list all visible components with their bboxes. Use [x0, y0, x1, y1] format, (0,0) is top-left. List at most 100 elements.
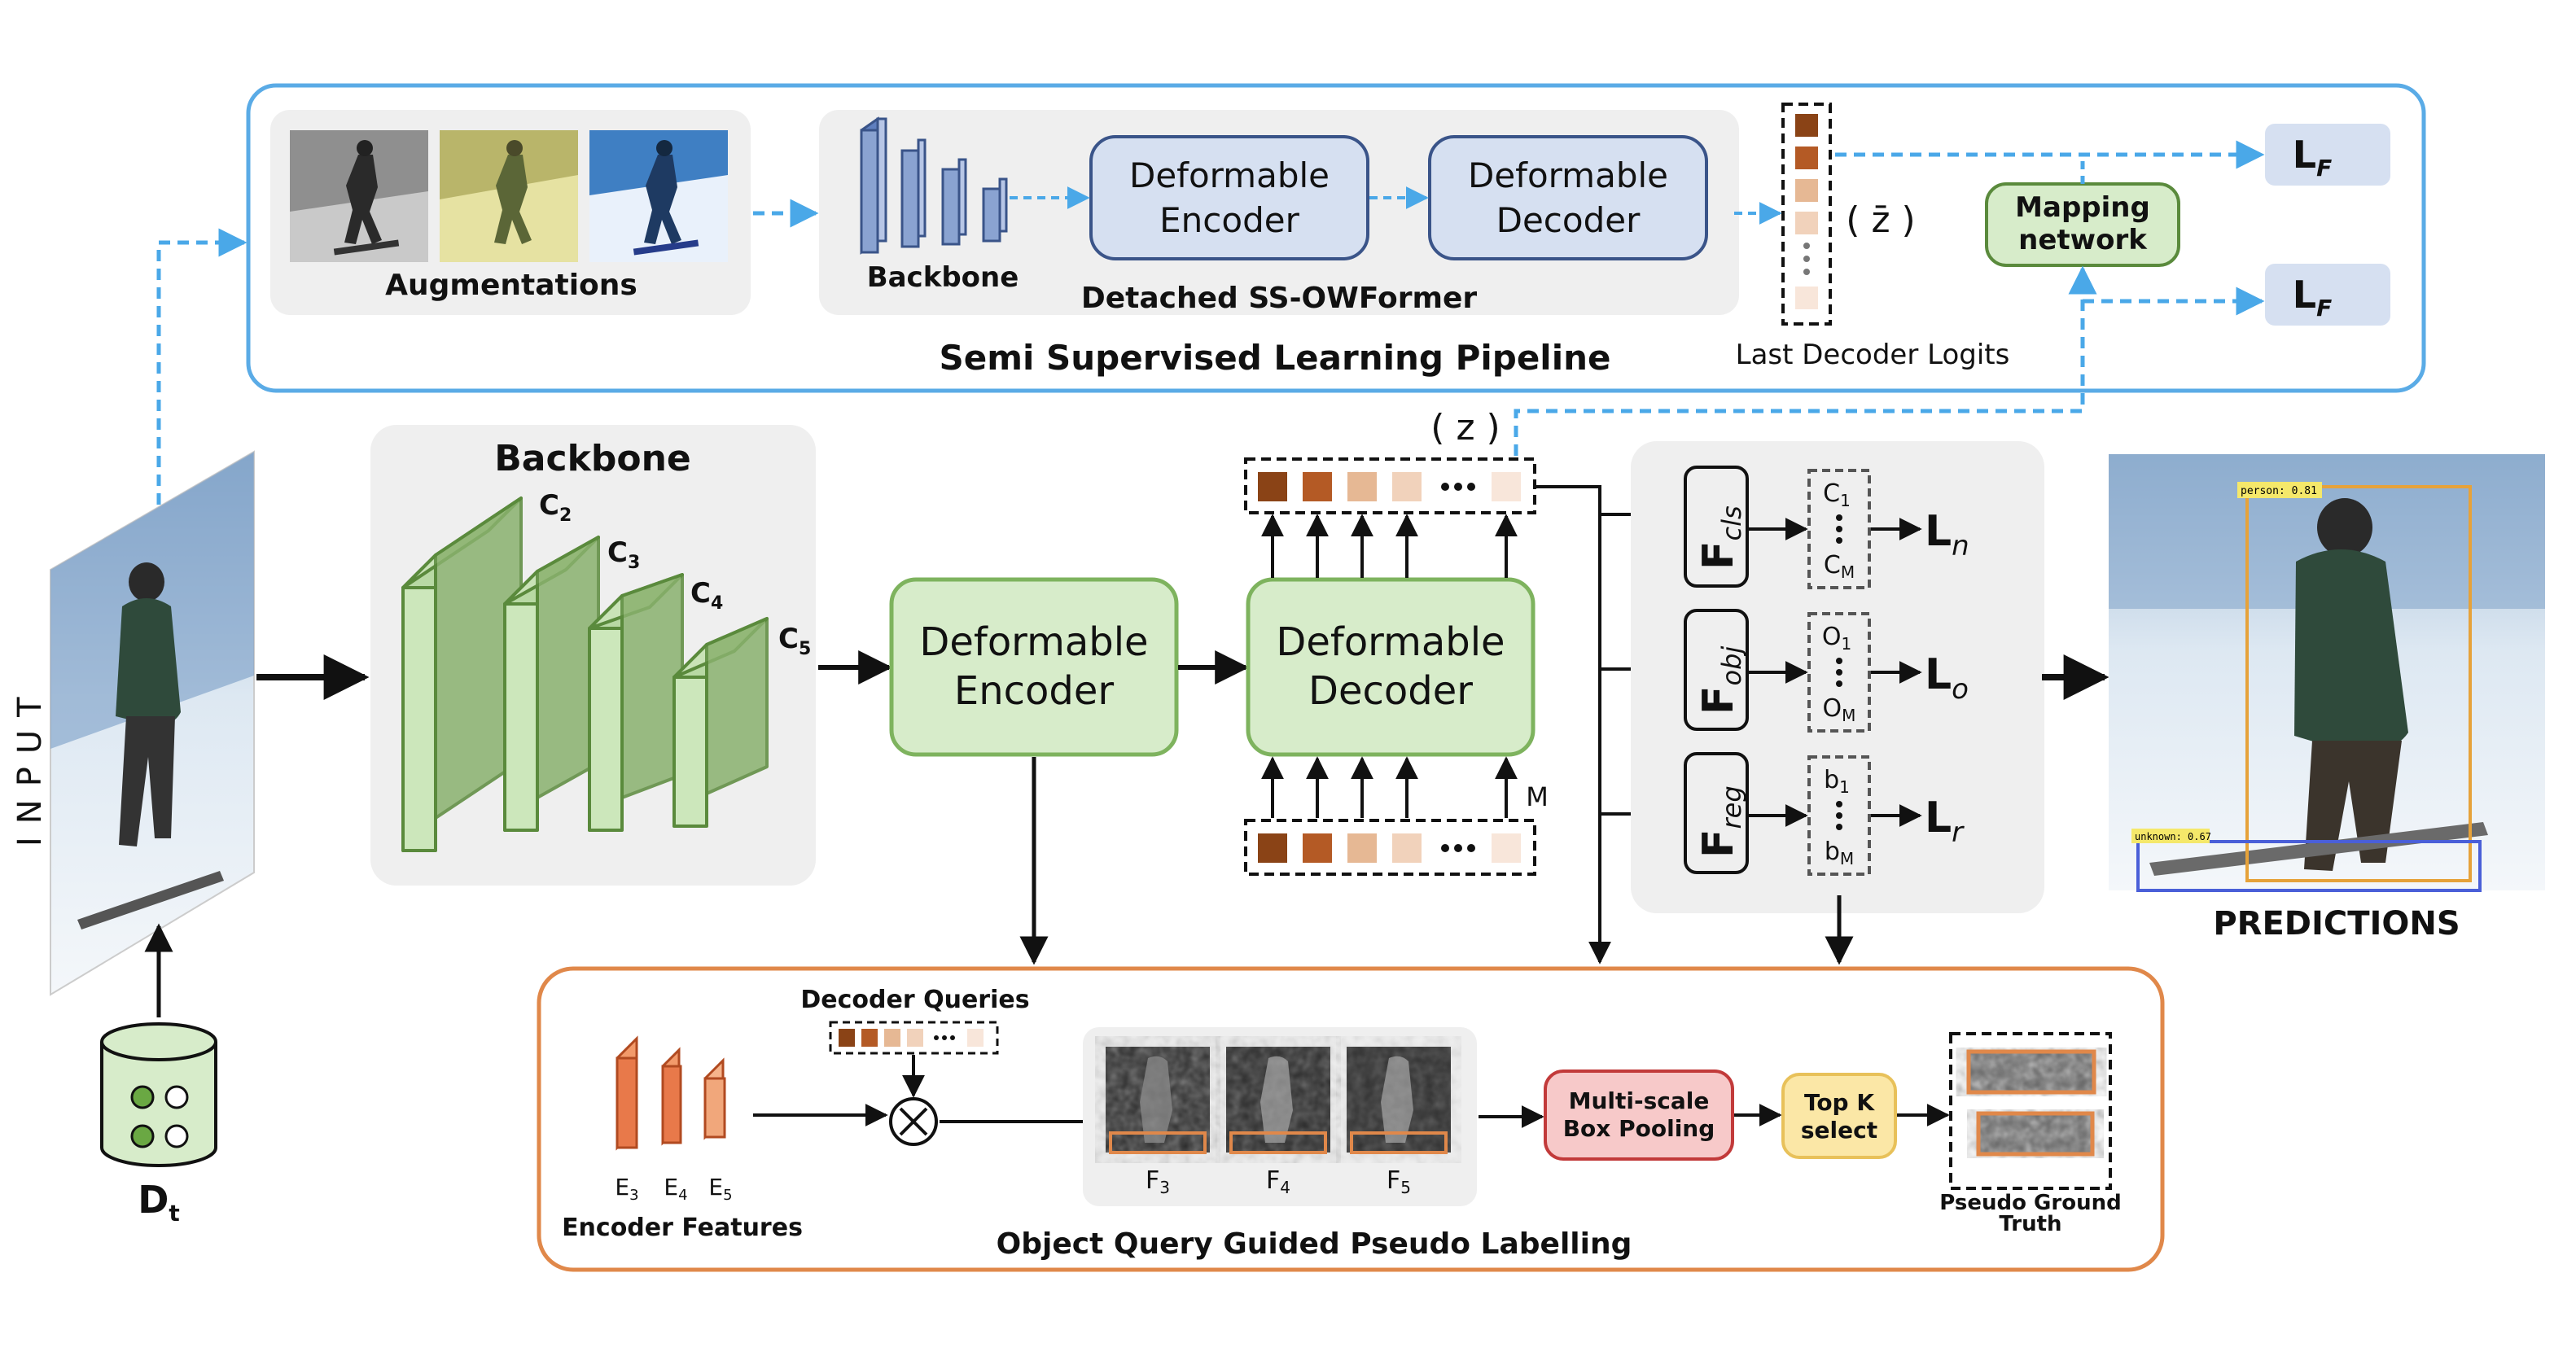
query-token — [1492, 833, 1521, 863]
head-reg-label: Freg — [1694, 785, 1747, 858]
augmentation-gray — [290, 130, 428, 262]
feature-map-f5 — [1347, 1047, 1451, 1154]
encoder-features-label: Encoder Features — [562, 1214, 803, 1242]
decoder-queries-label: Decoder Queries — [800, 986, 1029, 1014]
ssl-decoder-line1: Deformable — [1468, 155, 1668, 195]
feat-label-f4: F4 — [1266, 1166, 1290, 1197]
topk-line2: select — [1801, 1117, 1877, 1144]
decoder-query-arrows — [1261, 514, 1518, 818]
z-token — [1492, 472, 1521, 501]
lf-top-label: LF — [2293, 133, 2332, 182]
mapping-line2: network — [2018, 224, 2148, 256]
query-token — [1392, 833, 1422, 863]
query-token-row — [1244, 819, 1536, 876]
unknown-bbox — [2136, 840, 2482, 892]
ssl-encoder-line1: Deformable — [1129, 155, 1330, 195]
pseudo-title: Object Query Guided Pseudo Labelling — [997, 1227, 1632, 1261]
z-to-mapping-arrow — [1514, 265, 2097, 456]
head-obj-top: O1 — [1822, 623, 1851, 654]
unknown-tag — [2131, 829, 2210, 843]
predictions-label: PREDICTIONS — [2213, 905, 2460, 943]
stage-label-c2: C2 — [539, 489, 572, 526]
logit-token — [1795, 287, 1818, 309]
ssl-backbone-label: Backbone — [867, 261, 1019, 294]
head-obj-box — [1684, 609, 1749, 731]
ssl-backbone-icon — [860, 116, 1008, 255]
dataset-cylinder-icon — [100, 1022, 217, 1167]
main-encoder-line2: Encoder — [954, 668, 1115, 714]
z-token — [1303, 472, 1332, 501]
pseudo-gt-line1: Pseudo Ground — [1939, 1191, 2121, 1215]
head-reg-bot: bM — [1825, 838, 1854, 868]
head-cls-bot: CM — [1824, 551, 1855, 582]
unknown-tag-text: unknown: 0.67 — [2135, 831, 2211, 842]
lf-bottom-box — [2265, 264, 2390, 326]
input-label: INPUT — [11, 684, 49, 846]
ssl-encoder-line2: Encoder — [1159, 200, 1299, 240]
query-token — [1303, 833, 1332, 863]
pseudo-gt-patch-1 — [1966, 1049, 2096, 1095]
pseudo-gt-line2: Truth — [1999, 1212, 2061, 1236]
pseudo-query-token — [907, 1029, 923, 1047]
ssl-decoder-line2: Decoder — [1496, 200, 1641, 240]
z-label: ( z ) — [1430, 407, 1500, 448]
zbar-label: ( z̄ ) — [1846, 199, 1915, 241]
head-cls-top: C1 — [1823, 479, 1851, 510]
person-bbox — [2245, 485, 2472, 882]
head-obj-bot: OM — [1823, 694, 1856, 725]
augmentation-blue — [589, 130, 728, 262]
feat-label-f5: F5 — [1387, 1166, 1411, 1197]
dataset-label: Dt — [138, 1178, 180, 1227]
augmentations-label: Augmentations — [385, 269, 637, 302]
main-encoder-box — [889, 577, 1179, 757]
main-encoder-line1: Deformable — [919, 619, 1148, 665]
predictions-image: person: 0.81 unknown: 0.67 — [2109, 454, 2545, 892]
feature-map-f3 — [1106, 1047, 1210, 1154]
z-token — [1392, 472, 1422, 501]
logit-token — [1795, 212, 1818, 234]
enc-label-e3: E3 — [615, 1174, 638, 1204]
pooling-box — [1544, 1069, 1734, 1161]
person-tag-text: person: 0.81 — [2241, 485, 2317, 497]
topk-line1: Top K — [1804, 1089, 1875, 1116]
loss-n-label: Ln — [1925, 507, 1969, 562]
main-decoder-line1: Deformable — [1276, 619, 1505, 665]
lf-top-box — [2265, 124, 2390, 186]
enc-label-e5: E5 — [708, 1174, 732, 1204]
stage-label-c4: C4 — [690, 577, 723, 614]
input-image — [50, 450, 255, 996]
pseudo-query-token — [884, 1029, 900, 1047]
lf-bottom-label: LF — [2293, 273, 2332, 322]
head-reg-box — [1684, 752, 1749, 874]
mapping-line1: Mapping — [2015, 191, 2150, 224]
z-token — [1258, 472, 1287, 501]
augmentation-yellow — [440, 130, 578, 262]
logit-token — [1795, 147, 1818, 169]
logit-token — [1795, 114, 1818, 137]
person-tag — [2237, 482, 2322, 498]
ssl-encoder-box — [1089, 135, 1369, 260]
detached-label: Detached SS-OWFormer — [1081, 282, 1478, 315]
main-decoder-line2: Decoder — [1308, 668, 1473, 714]
stage-label-c3: C3 — [607, 536, 640, 573]
backbone-title: Backbone — [494, 438, 690, 479]
encoder-features-icon — [616, 1035, 726, 1151]
input-to-ssl-arrow — [156, 228, 248, 505]
pseudo-query-token — [839, 1029, 855, 1047]
ssl-decoder-box — [1428, 135, 1708, 260]
backbone-stages — [401, 496, 769, 852]
pooling-line2: Box Pooling — [1563, 1115, 1715, 1142]
m-label: M — [1526, 781, 1549, 812]
z-token — [1347, 472, 1377, 501]
feat-label-f3: F3 — [1146, 1166, 1170, 1197]
pseudo-query-token — [967, 1029, 984, 1047]
head-cls-label: Fcls — [1694, 505, 1747, 570]
stage-label-c5: C5 — [778, 623, 811, 659]
z-token-row — [1244, 457, 1536, 514]
loss-r-label: Lr — [1925, 794, 1965, 849]
loss-o-label: Lo — [1925, 650, 1969, 706]
head-cls-box — [1684, 466, 1749, 588]
pseudo-query-token — [861, 1029, 878, 1047]
logits-label: Last Decoder Logits — [1736, 339, 2010, 371]
